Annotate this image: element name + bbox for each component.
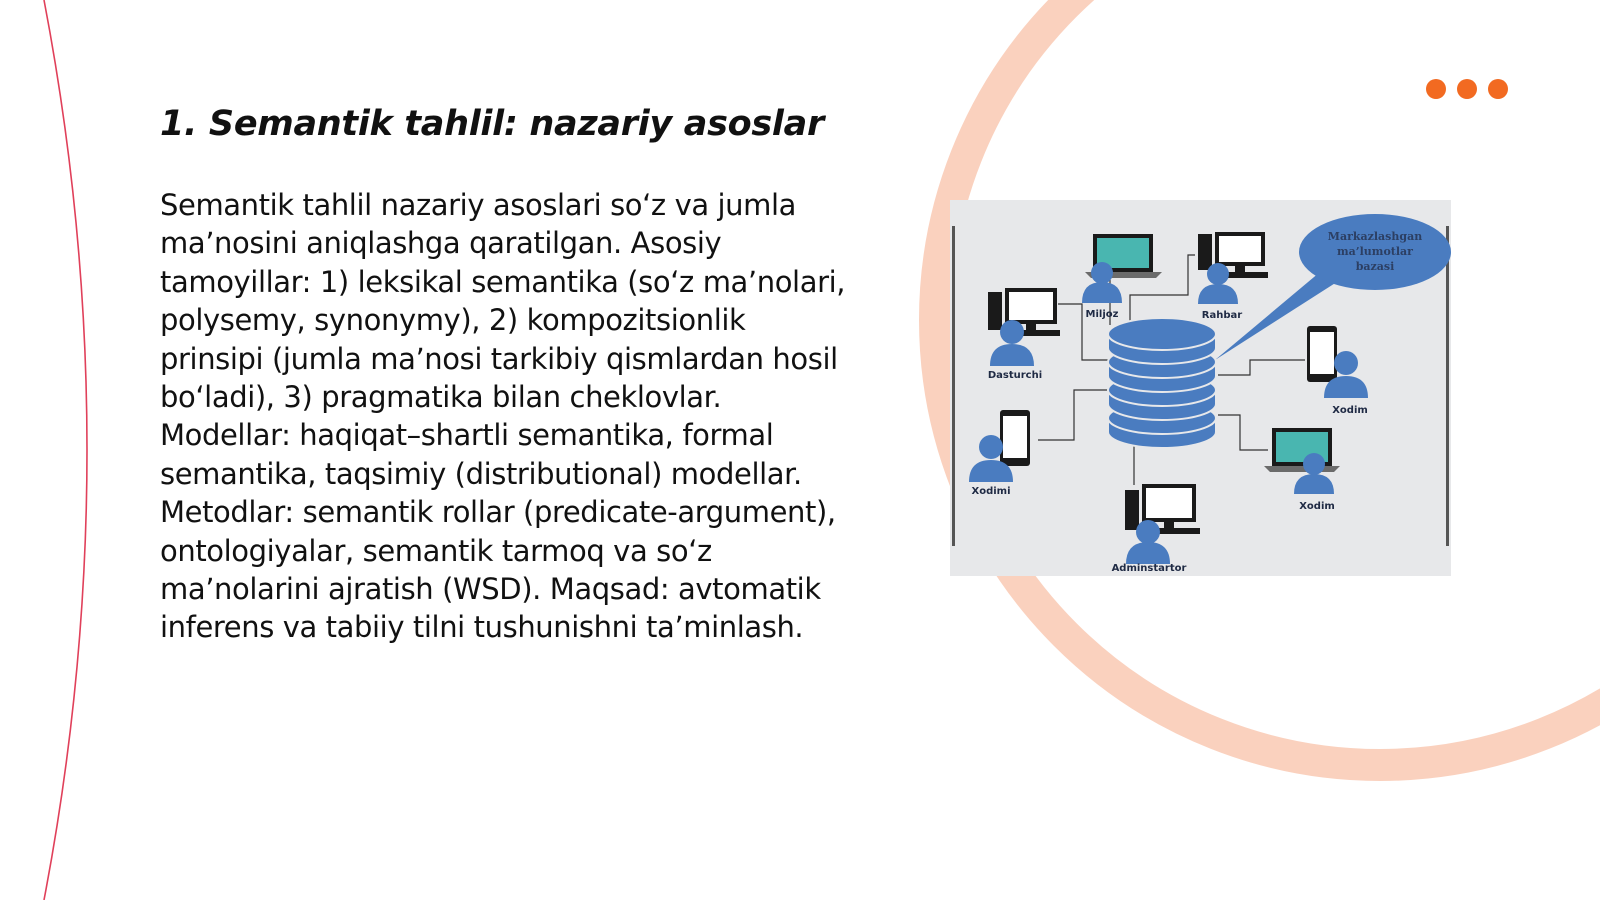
bubble-line: bazasi	[1356, 260, 1395, 273]
dot-icon	[1457, 79, 1477, 99]
node-miljoz: Miljoz	[1082, 234, 1162, 320]
node-xodimi-left: Xodimi	[969, 410, 1030, 497]
dots-menu	[1426, 79, 1508, 99]
bubble: Markazlashgan ma’lumotlar bazasi	[1215, 214, 1451, 360]
node-label: Rahbar	[1202, 310, 1242, 321]
dot-icon	[1426, 79, 1446, 99]
database-diagram: Markazlashgan ma’lumotlar bazasi	[950, 200, 1451, 576]
node-xodim-bottom: Xodim	[1264, 428, 1340, 512]
node-label: Dasturchi	[988, 370, 1042, 381]
node-label: Xodim	[1332, 405, 1368, 416]
bubble-line: Markazlashgan	[1328, 230, 1422, 243]
diagram-left-bar	[952, 226, 955, 546]
node-rahbar: Rahbar	[1198, 232, 1268, 321]
database-icon	[1107, 317, 1217, 449]
bubble-line: ma’lumotlar	[1337, 245, 1413, 258]
slide-body-text: Semantik tahlil nazariy asoslari so‘z va…	[160, 188, 846, 645]
node-label: Xodim	[1299, 501, 1335, 512]
slide-title: 1. Semantik tahlil: nazariy asoslar	[160, 104, 824, 144]
node-administrator: Adminstartor	[1112, 484, 1200, 574]
node-xodim-right: Xodim	[1307, 326, 1368, 416]
left-edge-arc	[43, 0, 88, 900]
node-dasturchi: Dasturchi	[988, 288, 1060, 381]
diagram-svg: Markazlashgan ma’lumotlar bazasi	[952, 214, 1451, 574]
node-label: Xodimi	[971, 486, 1010, 497]
node-label: Miljoz	[1086, 309, 1119, 320]
diagram-right-bar	[1446, 226, 1449, 546]
dot-icon	[1488, 79, 1508, 99]
node-label: Adminstartor	[1112, 563, 1187, 574]
peach-ring	[919, 0, 1600, 781]
